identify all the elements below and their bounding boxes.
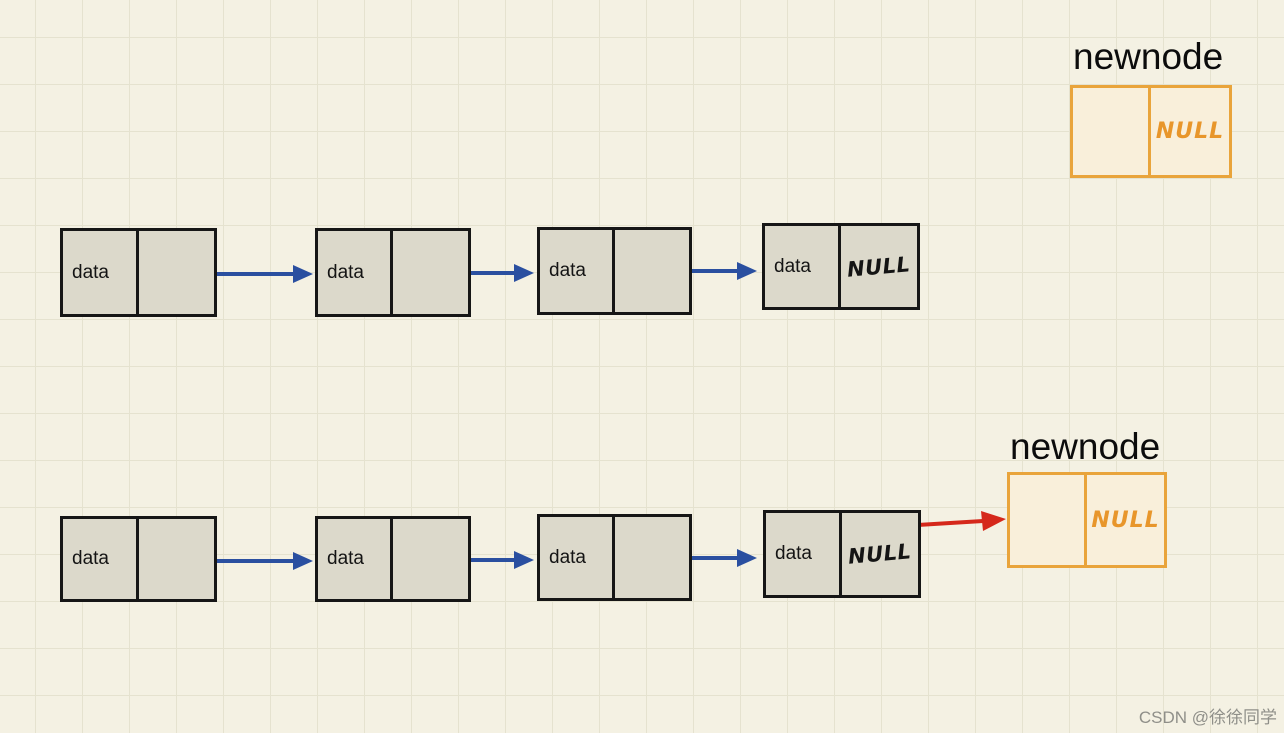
list-node: data bbox=[315, 516, 471, 602]
list-node: data bbox=[60, 228, 217, 317]
node-pointer-cell: NULL bbox=[841, 226, 917, 307]
list-node: data bbox=[537, 514, 692, 601]
newnode-null-text: NULL bbox=[1091, 507, 1160, 533]
node-data-cell: data bbox=[766, 513, 842, 595]
newnode-box-top: NULL bbox=[1070, 85, 1232, 178]
newnode-label-top: newnode bbox=[1073, 36, 1224, 77]
node-pointer-cell bbox=[139, 231, 215, 314]
newnode-null-text: NULL bbox=[1155, 119, 1225, 144]
node-pointer-cell bbox=[615, 230, 690, 312]
list-node: data bbox=[315, 228, 471, 317]
node-data-cell: data bbox=[540, 230, 615, 312]
next-arrowhead bbox=[514, 551, 534, 569]
node-pointer-cell bbox=[393, 231, 468, 314]
null-text: NULL bbox=[846, 251, 912, 282]
newnode-data-cell bbox=[1010, 475, 1087, 565]
newnode-box-bottom: NULL bbox=[1007, 472, 1167, 568]
list-node-tail: data NULL bbox=[762, 223, 920, 310]
null-text-struck: NULL bbox=[847, 539, 913, 569]
node-data-cell: data bbox=[540, 517, 615, 598]
node-data-cell: data bbox=[318, 231, 393, 314]
next-arrowhead bbox=[737, 549, 757, 567]
node-pointer-cell bbox=[393, 519, 468, 599]
list-node-tail: data NULL bbox=[763, 510, 921, 598]
node-pointer-cell bbox=[615, 517, 690, 598]
newnode-data-cell bbox=[1073, 88, 1151, 175]
next-arrowhead bbox=[514, 264, 534, 282]
node-data-cell: data bbox=[318, 519, 393, 599]
relink-arrowhead bbox=[981, 511, 1006, 531]
node-pointer-cell bbox=[139, 519, 215, 599]
newnode-pointer-cell: NULL bbox=[1151, 88, 1229, 175]
list-node: data bbox=[60, 516, 217, 602]
node-data-cell: data bbox=[63, 231, 139, 314]
next-arrowhead bbox=[293, 265, 313, 283]
next-arrowhead bbox=[737, 262, 757, 280]
node-data-cell: data bbox=[63, 519, 139, 599]
next-arrowhead bbox=[293, 552, 313, 570]
newnode-label-bottom: newnode bbox=[1010, 426, 1161, 467]
list-node: data bbox=[537, 227, 692, 315]
newnode-pointer-cell: NULL bbox=[1087, 475, 1164, 565]
watermark: CSDN @徐徐同学 bbox=[1138, 708, 1277, 727]
node-data-cell: data bbox=[765, 226, 841, 307]
node-pointer-cell: NULL bbox=[842, 513, 918, 595]
